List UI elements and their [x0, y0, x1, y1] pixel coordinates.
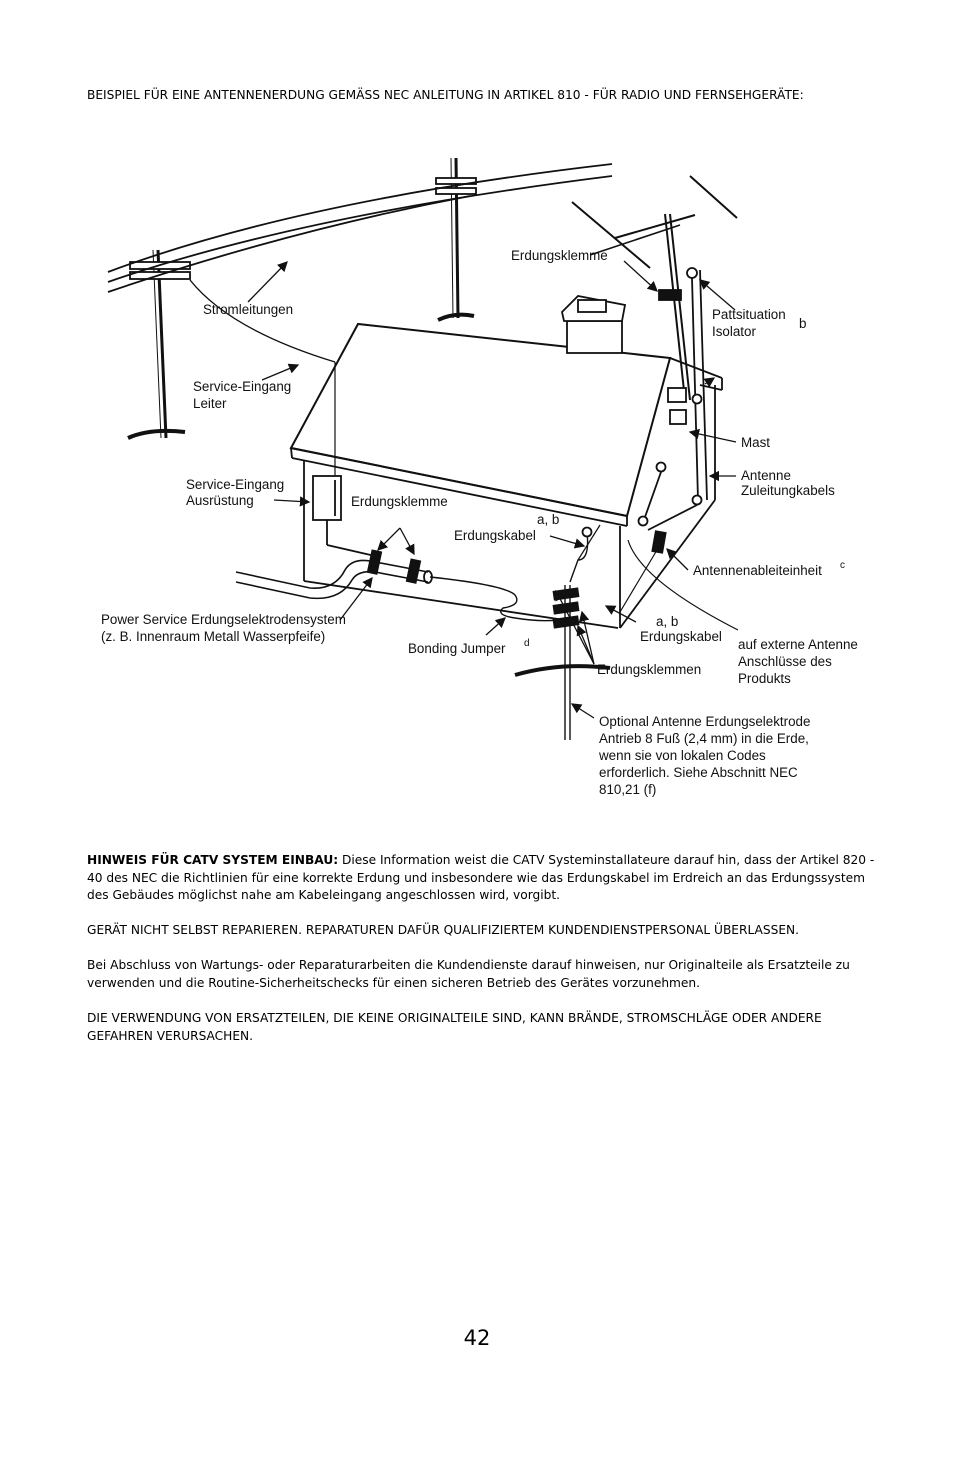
label-erdungsklemme-mid: Erdungsklemme — [351, 494, 448, 509]
label-erdungsklemme-top: Erdungsklemme — [511, 248, 608, 263]
label-anschluesse: Anschlüsse des — [738, 654, 832, 669]
label-ab-1: a, b — [537, 512, 559, 527]
page-heading: BEISPIEL FÜR EINE ANTENNENERDUNG GEMÄSS … — [87, 88, 804, 102]
label-antennenableiteinheit: Antennenableiteinheit — [693, 563, 822, 578]
label-erdungsklemmen: Erdungsklemmen — [597, 662, 701, 677]
antenna — [571, 175, 738, 554]
label-optional-1: Optional Antenne Erdungselektrode — [599, 714, 810, 729]
label-isolator: Isolator — [712, 324, 756, 339]
label-service-eingang-ausruestung: Service-Eingang — [186, 477, 284, 492]
utility-pole-right — [435, 157, 477, 322]
label-bonding-jumper: Bonding Jumper — [408, 641, 506, 656]
label-zuleitungkabels: Zuleitungkabels — [741, 483, 835, 498]
bonding-jumper — [429, 576, 559, 622]
label-service-eingang-leiter: Service-Eingang — [193, 379, 291, 394]
label-power-service: Power Service Erdungselektrodensystem — [101, 612, 346, 627]
house — [289, 295, 723, 629]
label-stromleitungen: Stromleitungen — [203, 302, 293, 317]
catv-note: HINWEIS FÜR CATV SYSTEM EINBAU: Diese In… — [87, 852, 877, 905]
label-ausruestung: Ausrüstung — [186, 493, 254, 508]
ground-electrode — [514, 524, 739, 740]
label-externe-antenne: auf externe Antenne — [738, 637, 858, 652]
label-optional-4: erforderlich. Siehe Abschnitt NEC — [599, 765, 798, 780]
label-optional-5: 810,21 (f) — [599, 782, 656, 797]
label-leiter: Leiter — [193, 396, 227, 411]
label-letter-c: c — [840, 560, 845, 571]
label-optional-2: Antrieb 8 Fuß (2,4 mm) in die Erde, — [599, 731, 809, 746]
label-produkts: Produkts — [738, 671, 791, 686]
label-optional-3: wenn sie von lokalen Codes — [598, 748, 766, 763]
callout-arrows — [247, 260, 737, 719]
label-power-service-example: (z. B. Innenraum Metall Wasserpfeife) — [101, 629, 325, 644]
catv-note-text: Diese Information weist die CATV Systemi… — [87, 853, 875, 902]
water-pipe — [235, 549, 433, 600]
label-ab-2: a, b — [656, 614, 678, 629]
catv-note-title: HINWEIS FÜR CATV SYSTEM EINBAU: — [87, 853, 339, 867]
label-mast: Mast — [741, 435, 770, 450]
utility-pole-left — [127, 249, 191, 440]
parts-warning: DIE VERWENDUNG VON ERSATZTEILEN, DIE KEI… — [87, 1011, 822, 1043]
label-pattsituation: Pattsituation — [712, 307, 786, 322]
service-paragraph: Bei Abschluss von Wartungs- oder Reparat… — [87, 958, 850, 990]
repair-warning: GERÄT NICHT SELBST REPARIEREN. REPARATUR… — [87, 923, 800, 937]
page-number: 42 — [463, 1326, 491, 1350]
label-erdungskabel-2: Erdungskabel — [640, 629, 722, 644]
label-erdungskabel-1: Erdungskabel — [454, 528, 536, 543]
power-lines — [107, 163, 613, 363]
label-antenne: Antenne — [741, 468, 791, 483]
label-letter-d: d — [524, 638, 530, 649]
label-letter-b: b — [799, 316, 806, 331]
antenna-grounding-diagram: Erdungsklemme Stromleitungen Pattsituati… — [95, 150, 895, 810]
